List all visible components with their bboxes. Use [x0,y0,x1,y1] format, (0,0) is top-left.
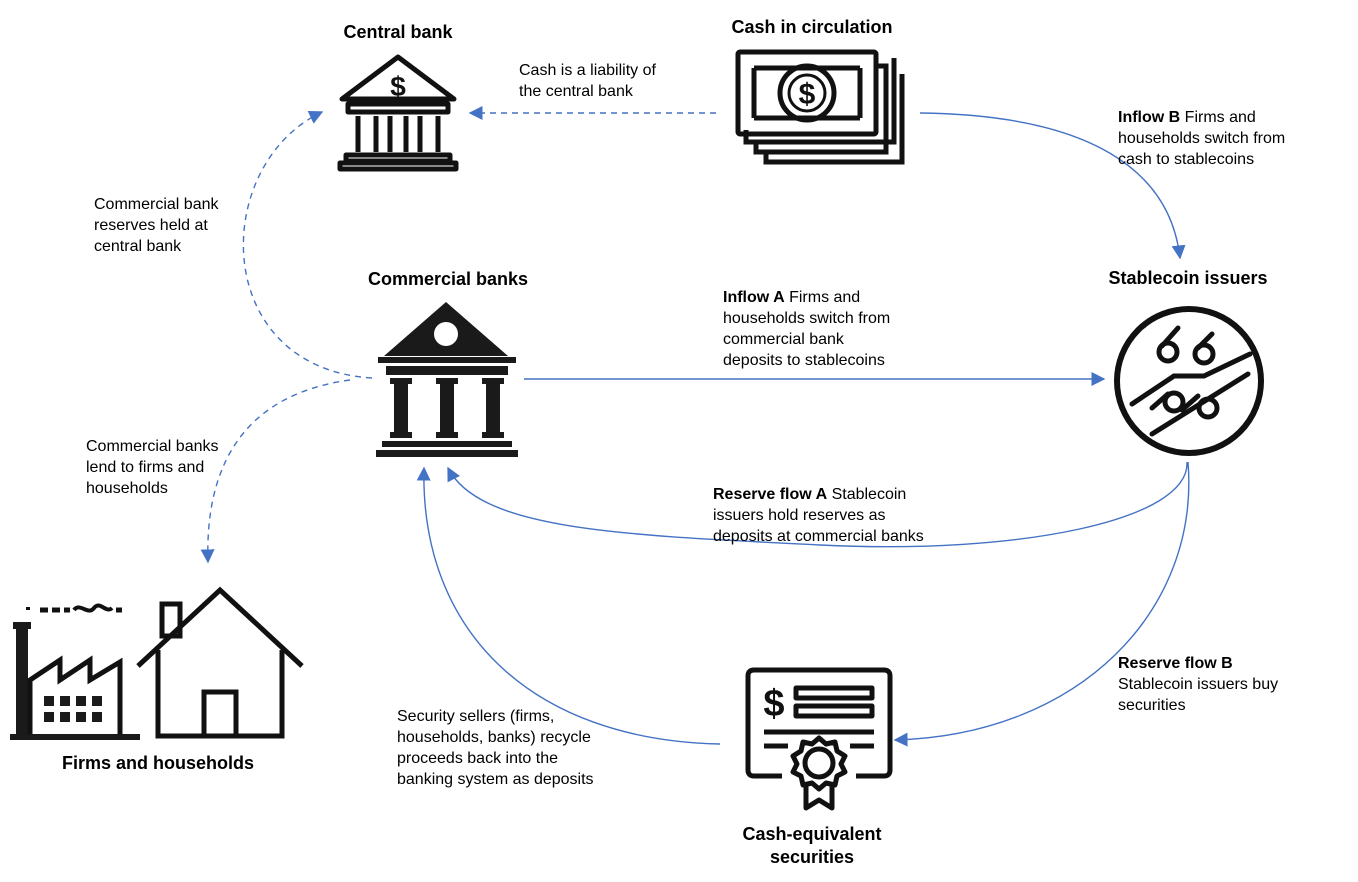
note-line: securities [1118,697,1186,714]
note-line: reserves held at [94,217,208,234]
note-line: households switch from [1118,130,1286,147]
note-line: Stablecoin issuers buy [1118,676,1279,693]
arrow-banks-to-firms [200,379,351,564]
note-line: commercial bank [723,331,844,348]
securities-title: Cash-equivalent securities [712,823,912,869]
note-line: Cash is a liability of [519,62,656,79]
note-line: the central bank [519,83,633,100]
note-security-sellers: Security sellers (firms, households, ban… [397,706,594,790]
circuit-coin-icon [1114,306,1264,456]
note-line: Commercial bank [94,196,219,213]
note-line: households [86,480,168,497]
cash-dollar: $ [799,78,816,111]
note-line: deposits at commercial banks [713,528,924,545]
note-line: Firms and [1184,109,1256,126]
note-line: households, banks) recycle [397,729,591,746]
note-reserves-held: Commercial bank reserves held at central… [94,194,218,257]
commercial-banks-title: Commercial banks [367,269,529,289]
note-line: Stablecoin [831,486,907,503]
firms-households-title: Firms and households [61,753,255,773]
note-reserve-flow-b: Reserve flow B Stablecoin issuers buy se… [1118,653,1278,716]
note-inflow-a: Inflow A Firms and households switch fro… [723,287,890,371]
certificate-icon: $ [745,667,893,811]
note-line: issuers hold reserves as [713,507,886,524]
note-line: cash to stablecoins [1118,151,1255,168]
note-line: households switch from [723,310,891,327]
note-line: Commercial banks [86,438,219,455]
central-bank-title: Central bank [343,22,453,42]
note-line: proceeds back into the [397,750,558,767]
note-line: deposits to stablecoins [723,352,885,369]
note-line: lend to firms and [86,459,205,476]
note-line: Firms and [789,289,861,306]
bank-building-icon [376,302,518,457]
note-line: central bank [94,238,182,255]
reserve-flow-b-label: Reserve flow B [1118,655,1233,672]
note-line: banking system as deposits [397,771,594,788]
note-cash-liability: Cash is a liability of the central bank [519,60,656,102]
cash-title: Cash in circulation [731,17,893,37]
note-banks-lend: Commercial banks lend to firms and house… [86,436,218,499]
inflow-b-label: Inflow B [1118,109,1181,126]
securities-title-line2: securities [769,847,855,867]
arrow-securities-to-banks [416,466,721,745]
arrow-cash-to-stablecoin [919,112,1186,260]
stablecoin-issuers-title: Stablecoin issuers [1108,268,1268,288]
securities-title-line1: Cash-equivalent [742,824,882,844]
note-inflow-b: Inflow B Firms and households switch fro… [1118,107,1285,170]
inflow-a-label: Inflow A [723,289,785,306]
arrow-banks-to-central-bank [242,111,373,379]
bank-dollar-icon: $ [337,54,459,172]
reserve-flow-a-label: Reserve flow A [713,486,828,503]
central-bank-dollar: $ [390,71,406,102]
arrow-stablecoin-to-securities [893,461,1190,747]
note-reserve-flow-a: Reserve flow A Stablecoin issuers hold r… [713,484,924,547]
cash-stack-icon: $ [735,49,905,165]
certificate-dollar: $ [763,683,784,725]
note-line: Security sellers (firms, [397,708,555,725]
house-icon [136,586,304,739]
factory-icon [10,603,140,740]
arrow-stablecoin-to-banks [447,461,1188,548]
